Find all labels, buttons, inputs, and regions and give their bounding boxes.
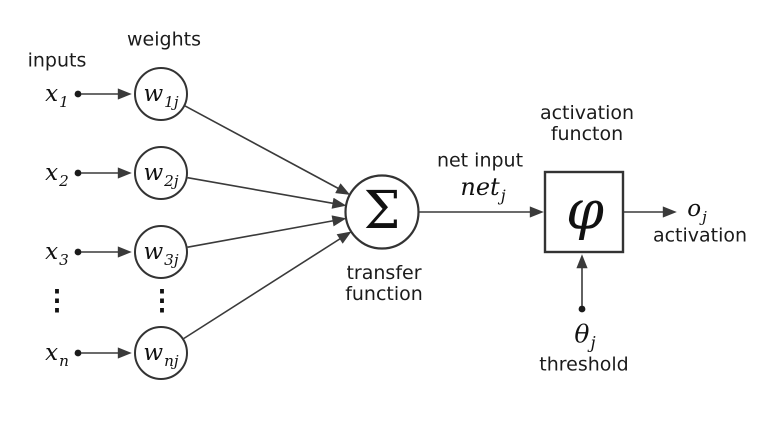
output-label-oj: oj xyxy=(687,196,707,224)
sum-node-circle xyxy=(344,174,420,250)
weight-w3j-base: w xyxy=(143,239,164,265)
weight-node-w3j xyxy=(134,225,188,279)
input-label-x1: x1 xyxy=(45,81,69,109)
weight-w3j-sub: 3j xyxy=(164,250,179,269)
input-dot-x2 xyxy=(74,169,82,177)
arrow-w1j-to-sum xyxy=(184,105,351,195)
weight-label-w2j: w2j xyxy=(143,160,178,188)
input-x2-sub: 2 xyxy=(59,171,69,190)
input-x1-sub: 1 xyxy=(59,92,69,111)
input-xn-sub: n xyxy=(59,351,69,370)
output-activation-label: activation xyxy=(652,224,748,247)
net-input-label: net input xyxy=(436,149,524,172)
input-dot-x3 xyxy=(74,248,82,256)
threshold-label: threshold xyxy=(539,353,629,376)
transfer-function-line2: function xyxy=(345,283,423,305)
weight-w1j-sub: 1j xyxy=(164,92,179,111)
activation-symbol: φ xyxy=(566,178,604,242)
weight-w1j-base: w xyxy=(143,81,164,107)
input-dot-xn xyxy=(74,349,82,357)
weight-w2j-sub: 2j xyxy=(164,171,179,190)
input-xn-base: x xyxy=(45,340,59,366)
arrow-w2j-to-sum xyxy=(187,176,347,209)
input-x3-sub: 3 xyxy=(59,250,69,269)
inputs-label: inputs xyxy=(27,49,87,72)
activation-function-line1: activation xyxy=(539,102,635,124)
weight-node-w2j xyxy=(134,146,188,200)
inputs-ellipsis: ⋮ xyxy=(43,283,71,317)
input-dot-x1 xyxy=(74,90,82,98)
net-j-label: netj xyxy=(460,173,505,203)
weight-label-wnj: wnj xyxy=(143,340,178,368)
input-x3-base: x xyxy=(45,239,59,265)
arrow-wnj-to-sum xyxy=(183,231,352,340)
output-oj-sub: j xyxy=(702,207,707,226)
weights-label: weights xyxy=(127,28,201,51)
activation-function-line2: functon xyxy=(550,123,624,145)
input-x1-base: x xyxy=(45,81,59,107)
weight-wnj-base: w xyxy=(143,340,164,366)
sum-symbol: Σ xyxy=(363,181,401,241)
transfer-function-label: transfer function xyxy=(345,263,423,305)
threshold-dot xyxy=(578,305,586,313)
weights-ellipsis: ⋮ xyxy=(148,283,176,317)
weight-label-w3j: w3j xyxy=(143,239,178,267)
weight-wnj-sub: nj xyxy=(164,351,179,370)
input-x2-base: x xyxy=(45,160,59,186)
theta-sub: j xyxy=(590,333,596,353)
weight-w2j-base: w xyxy=(143,160,164,186)
input-label-x2: x2 xyxy=(45,160,69,188)
activation-function-box xyxy=(543,170,625,254)
activation-function-label: activation functon xyxy=(540,103,634,145)
weight-node-w1j xyxy=(134,67,188,121)
theta-base: θ xyxy=(574,319,590,349)
net-j-base: net xyxy=(460,173,500,201)
weight-node-wnj xyxy=(134,326,188,380)
output-oj-base: o xyxy=(687,196,702,222)
input-label-x3: x3 xyxy=(45,239,69,267)
arrow-w3j-to-sum xyxy=(187,215,347,248)
net-j-sub: j xyxy=(500,185,506,205)
transfer-function-line1: transfer xyxy=(346,262,422,284)
input-label-xn: xn xyxy=(45,340,69,368)
theta-label: θj xyxy=(574,319,595,352)
weight-label-w1j: w1j xyxy=(143,81,178,109)
